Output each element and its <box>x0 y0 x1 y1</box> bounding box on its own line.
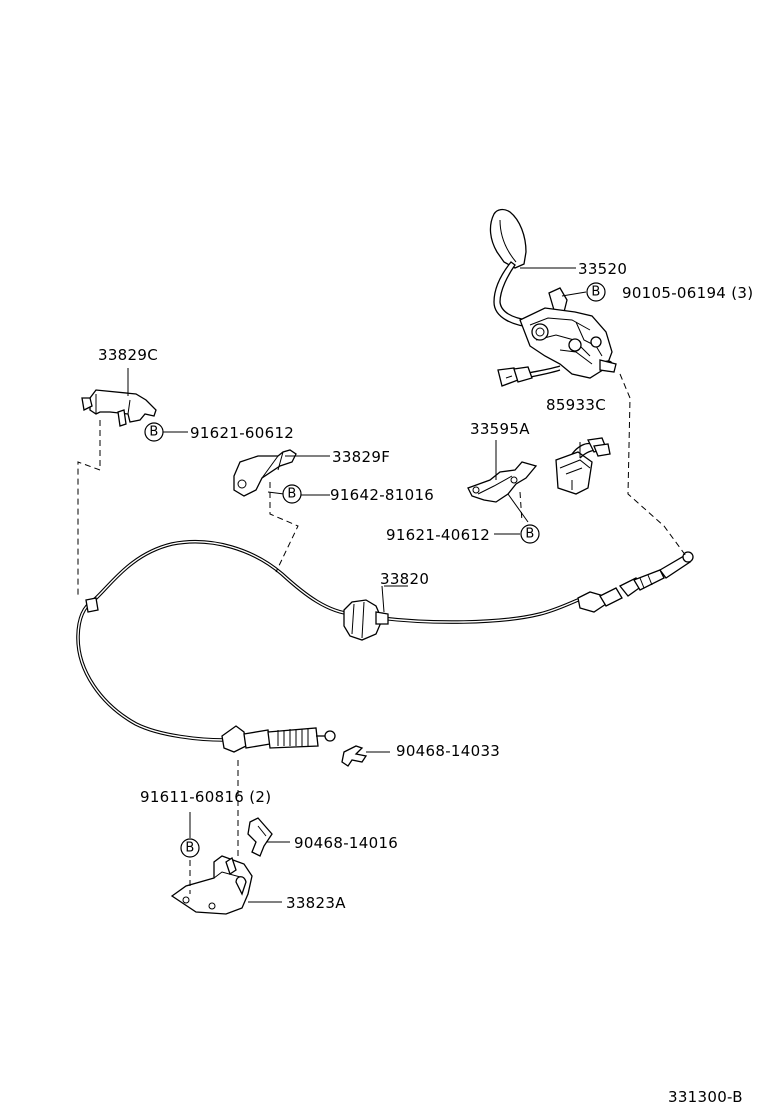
bolt-marker-91621-60612: B <box>144 422 164 442</box>
shift-lever-assembly[interactable] <box>489 208 617 387</box>
label-91621-40612: 91621-40612 <box>386 526 490 544</box>
clip-90468-14016[interactable] <box>247 817 273 857</box>
callout-labels: 33520 B 90105-06194 (3) 33829C B 91621-6… <box>98 260 753 1106</box>
cable-bracket-33823a[interactable] <box>170 855 253 915</box>
svg-text:B: B <box>149 425 158 440</box>
bolt-marker-91621-40612: B <box>520 524 540 544</box>
label-33520: 33520 <box>578 260 627 278</box>
label-91642-81016: 91642-81016 <box>330 486 434 504</box>
label-90468-14033: 90468-14033 <box>396 742 500 760</box>
bracket-33595a[interactable] <box>467 461 538 503</box>
svg-text:B: B <box>287 487 296 502</box>
bolt-marker-91642-81016: B <box>282 484 302 504</box>
switch-85933c[interactable] <box>555 437 611 495</box>
control-cable-33820[interactable] <box>76 539 694 753</box>
diagram-code: 331300-B <box>668 1088 743 1106</box>
bolt-marker-90105: B <box>586 282 606 302</box>
label-91611-60816: 91611-60816 (2) <box>140 788 271 806</box>
label-33829c: 33829C <box>98 346 158 364</box>
label-33829f: 33829F <box>332 448 390 466</box>
svg-text:B: B <box>185 841 194 856</box>
bracket-33829c[interactable] <box>81 389 157 427</box>
installation-guide-lines <box>77 373 687 894</box>
label-33820: 33820 <box>380 570 429 588</box>
bracket-33829f[interactable] <box>233 449 297 497</box>
label-85933c: 85933C <box>546 396 606 414</box>
clip-90468-14033[interactable] <box>341 745 368 767</box>
svg-text:B: B <box>591 285 600 300</box>
label-33823a: 33823A <box>286 894 346 912</box>
label-91621-60612: 91621-60612 <box>190 424 294 442</box>
bolt-marker-91611-60816: B <box>180 838 200 858</box>
svg-text:B: B <box>525 527 534 542</box>
label-90105-06194: 90105-06194 (3) <box>622 284 753 302</box>
label-90468-14016: 90468-14016 <box>294 834 398 852</box>
label-33595a: 33595A <box>470 420 530 438</box>
